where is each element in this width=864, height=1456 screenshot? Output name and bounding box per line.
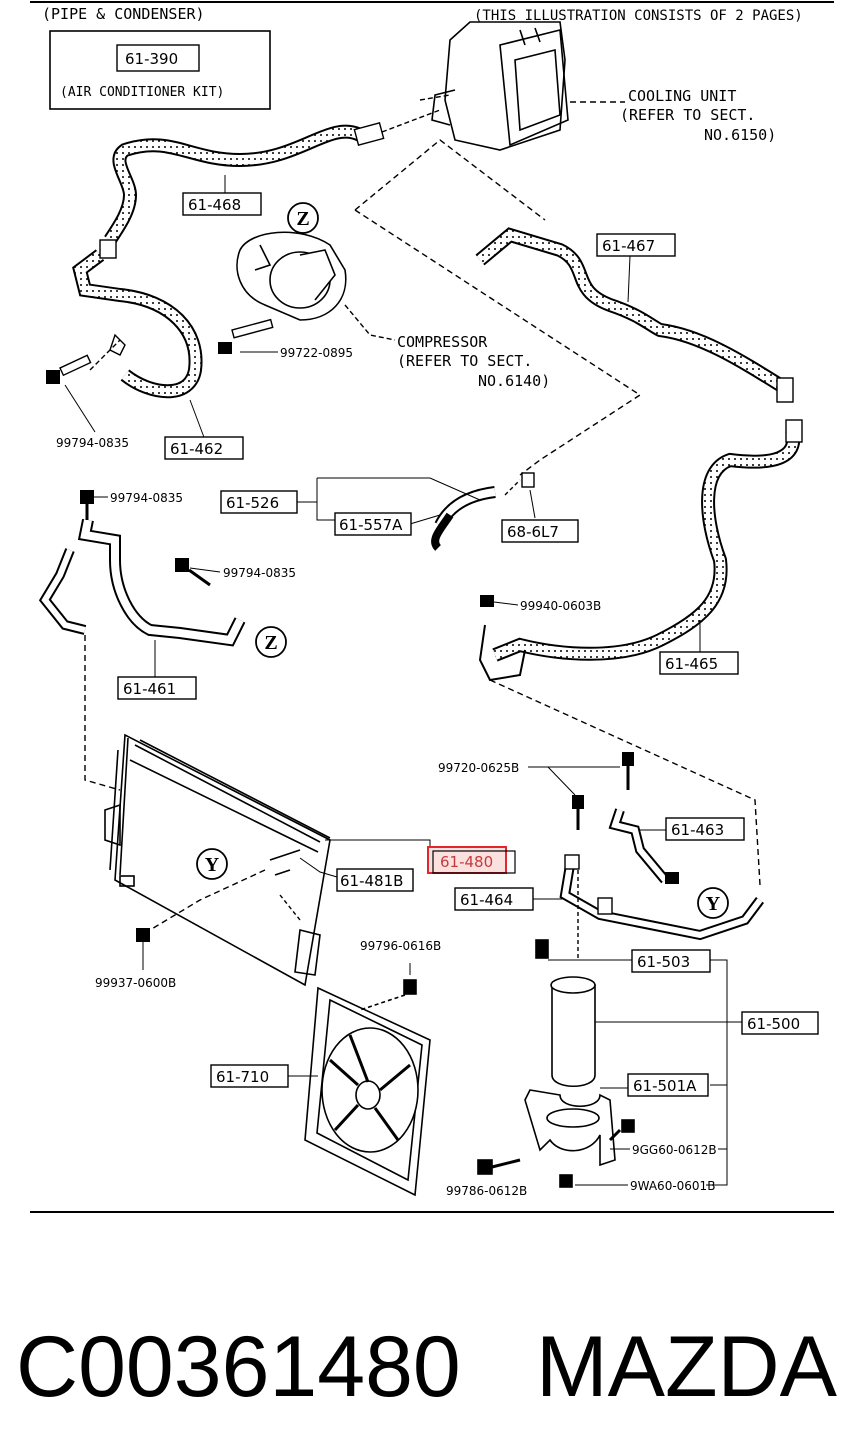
section-title: (PIPE & CONDENSER) (42, 5, 205, 23)
callout-61-468-label: 61-468 (188, 196, 241, 214)
z-marker-bottom-label: Z (264, 632, 277, 654)
callout-68-6L7: 68-6L7 (501, 519, 579, 543)
bolt-99720-0625B (528, 752, 634, 830)
compressor-drawing (236, 231, 347, 321)
cooling-ref-line3: NO.6150) (704, 126, 776, 144)
callout-61-501A: 61-501A (627, 1073, 709, 1097)
callout-61-480-highlight[interactable]: 61-480 (427, 846, 516, 874)
callout-61-468: 61-468 (182, 175, 262, 216)
callout-61-465: 61-465 (659, 620, 739, 675)
callout-68-6L7-label: 68-6L7 (507, 523, 559, 541)
bolt-99937-0600B (136, 928, 150, 970)
hose-61-468 (104, 94, 451, 244)
bolt-99940-0603B (480, 595, 519, 607)
callout-61-500: 61-500 (741, 1011, 819, 1035)
callout-61-501A-label: 61-501A (633, 1077, 697, 1095)
callout-61-480-label: 61-480 (440, 853, 493, 871)
z-marker-top: Z (287, 202, 319, 234)
pipe-61-463 (608, 808, 679, 884)
pipe-61-526 (316, 472, 536, 551)
compressor-ref-line3: NO.6140) (478, 372, 550, 390)
part-code: C00361480 (16, 1319, 461, 1415)
cooling-unit-drawing (431, 21, 625, 151)
callout-61-481B: 61-481B (336, 868, 414, 892)
y-marker-left: Y (196, 848, 228, 880)
callout-61-481B-label: 61-481B (340, 872, 403, 890)
y-marker-right-label: Y (706, 893, 721, 915)
callout-61-557A: 61-557A (334, 512, 412, 536)
callout-61-462: 61-462 (164, 436, 244, 460)
z-marker-bottom: Z (255, 626, 287, 658)
compressor-ref-line2: (REFER TO SECT. (397, 352, 532, 370)
callout-61-467-label: 61-467 (602, 237, 655, 255)
kit-part-number: 61-390 (125, 50, 178, 68)
callout-61-500-label: 61-500 (747, 1015, 800, 1033)
callout-61-462-label: 61-462 (170, 440, 223, 458)
callout-61-463-label: 61-463 (671, 821, 724, 839)
callout-61-464: 61-464 (454, 887, 534, 911)
kit-box: 61-390 (AIR CONDITIONER KIT) (49, 30, 271, 110)
bolt-label-99794-mid: 99794-0835 (110, 491, 183, 505)
callout-61-503-label: 61-503 (637, 953, 690, 971)
hose-61-467 (475, 227, 794, 403)
y-marker-right: Y (697, 887, 729, 919)
callout-61-710: 61-710 (210, 1064, 289, 1088)
callout-61-557A-label: 61-557A (339, 516, 403, 534)
callout-61-526-label: 61-526 (226, 494, 279, 512)
callout-61-467: 61-467 (596, 233, 676, 303)
bolt-label-9GG60: 9GG60-0612B (632, 1143, 717, 1157)
hose-61-465 (478, 419, 803, 682)
pipe-61-464 (520, 854, 764, 960)
callout-61-461-label: 61-461 (123, 680, 176, 698)
callout-61-710-label: 61-710 (216, 1068, 269, 1086)
cooling-ref-line1: COOLING UNIT (628, 87, 736, 105)
callout-61-465-label: 61-465 (665, 655, 718, 673)
bolt-label-99937: 99937-0600B (95, 976, 176, 990)
receiver-drier-drawing (477, 939, 742, 1188)
callout-61-461: 61-461 (117, 676, 197, 700)
cooling-ref-line2: (REFER TO SECT. (620, 106, 755, 124)
kit-label: (AIR CONDITIONER KIT) (60, 85, 224, 100)
bolt-99722-0895 (218, 318, 278, 354)
bolt-label-99940: 99940-0603B (520, 599, 601, 613)
z-marker-top-label: Z (296, 208, 309, 230)
y-marker-left-label: Y (205, 854, 220, 876)
callout-61-503: 61-503 (631, 949, 711, 973)
page-note: (THIS ILLUSTRATION CONSISTS OF 2 PAGES) (474, 8, 803, 24)
pipe-61-461 (38, 490, 246, 791)
bolt-label-99720: 99720-0625B (438, 761, 519, 775)
bolt-label-99794-right: 99794-0835 (223, 566, 296, 580)
bolt-99794-left (46, 339, 121, 433)
callout-61-463: 61-463 (665, 817, 745, 841)
bolt-label-99786: 99786-0612B (446, 1184, 527, 1198)
brand-name: MAZDA (536, 1319, 838, 1415)
callout-61-526: 61-526 (220, 490, 317, 514)
bolt-label-99796: 99796-0616B (360, 939, 441, 953)
compressor-ref-line1: COMPRESSOR (397, 333, 488, 351)
bolt-label-99722: 99722-0895 (280, 346, 353, 360)
bolt-label-9WA60: 9WA60-0601B (630, 1179, 715, 1193)
fan-drawing (288, 963, 431, 1197)
callout-61-464-label: 61-464 (460, 891, 513, 909)
bolt-label-99794-left: 99794-0835 (56, 436, 129, 450)
hose-61-462 (72, 239, 203, 399)
